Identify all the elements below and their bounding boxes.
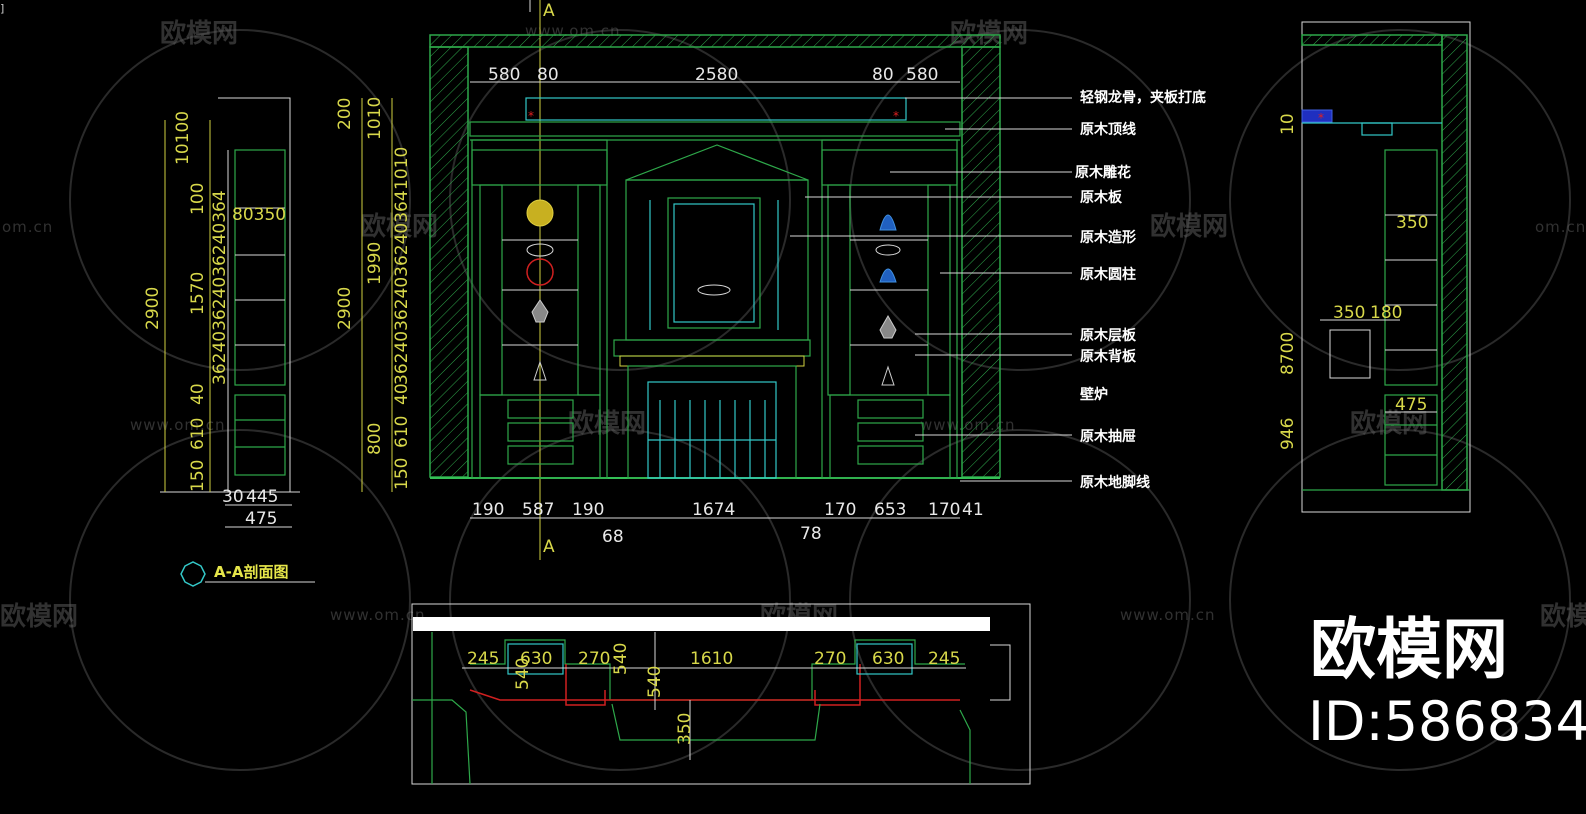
svg-text:*: * (893, 109, 899, 123)
dim-left-b2: 362403624036240364 (392, 190, 412, 385)
label-wood-shelf: 原木层板 (1080, 327, 1137, 344)
watermark-url: www.om.cn (1120, 606, 1216, 624)
right-dim-8700: 8700 (1278, 332, 1298, 375)
plan-dim-5: 270 (814, 649, 846, 669)
watermark-id: ID:586834 (1308, 690, 1586, 753)
dim-bottom-5: 170 (824, 500, 856, 520)
dim-left-b4: 610 (392, 416, 412, 448)
right-section: * 10 350 350 180 8700 475 946 (1278, 21, 1471, 513)
plan-vdim-4: 350 (675, 713, 695, 745)
watermark-brand: 欧模网 (0, 601, 78, 632)
dim-left-b6: 150 (392, 458, 412, 490)
dim-top-1: 580 (488, 65, 520, 85)
watermark-brand: 欧模网 (160, 18, 238, 49)
dim-top-4: 80 (872, 65, 894, 85)
dim-top-3: 2580 (695, 65, 738, 85)
watermark-brand: 欧模网 (1150, 211, 1228, 242)
dim-bottom-9: 68 (602, 527, 624, 547)
dim-left-a1: 200 (335, 98, 355, 130)
left-dim-445: 445 (246, 487, 278, 507)
left-dim-inner: 80350 (232, 205, 286, 225)
plan-view: 245 630 270 1610 270 630 245 540 540 540… (411, 603, 1031, 785)
right-dim-946: 946 (1278, 418, 1298, 450)
watermark-brand: 欧模网 (1350, 408, 1428, 439)
plan-vdim-2: 540 (611, 643, 631, 675)
plan-dim-3: 270 (578, 649, 610, 669)
left-dim-1570: 1570 (188, 272, 208, 315)
front-elevation: A A (335, 0, 1001, 560)
label-wood-carving: 原木雕花 (1075, 164, 1131, 181)
watermark-brand: 欧模网 (1540, 601, 1586, 632)
watermark-url: www.om.cn (130, 416, 226, 434)
left-dim-30: 30 (222, 487, 244, 507)
dim-top-5: 580 (906, 65, 938, 85)
dim-left-b5: 800 (365, 423, 385, 455)
label-wood-backboard: 原木背板 (1080, 348, 1137, 365)
right-dim-180: 180 (1370, 303, 1402, 323)
plan-dim-2: 630 (520, 649, 552, 669)
left-dim-150: 150 (188, 460, 208, 492)
right-dim-10: 10 (1278, 113, 1298, 135)
plan-vdim-1: 540 (513, 658, 533, 690)
svg-text:*: * (1318, 111, 1324, 125)
dim-bottom-1: 190 (472, 500, 504, 520)
dim-bottom-7: 170 (928, 500, 960, 520)
watermark-url: om.cn (1535, 218, 1586, 236)
left-dim-610: 610 (188, 418, 208, 450)
left-dim-2900: 2900 (143, 287, 163, 330)
left-section: 2900 1570 100 10100 362403624036240364 4… (143, 97, 315, 587)
dim-left-a3: 1990 (365, 242, 385, 285)
left-dim-shelves: 362403624036240364 (210, 190, 230, 385)
dim-bottom-6: 653 (874, 500, 906, 520)
dim-bottom-4: 1674 (692, 500, 735, 520)
dim-left-b1: 1010 (392, 147, 412, 190)
section-mark-bottom: A (543, 537, 555, 557)
label-wood-shape: 原木造形 (1080, 229, 1136, 246)
corner-mark: ] (0, 2, 4, 15)
label-crown-line: 原木顶线 (1080, 121, 1136, 138)
label-wood-board: 原木板 (1080, 189, 1123, 206)
dim-bottom-3: 190 (572, 500, 604, 520)
section-title: A-A剖面图 (214, 563, 288, 581)
plan-vdim-3: 540 (645, 666, 665, 698)
watermark-url: om.cn (2, 218, 53, 236)
watermark-circles (69, 29, 1571, 771)
material-labels: 轻钢龙骨，夹板打底 原木顶线 原木雕花 原木板 原木造形 原木圆柱 原木层板 原… (790, 89, 1206, 491)
watermark-brand: 欧模网 (360, 211, 438, 242)
left-dim-40: 40 (188, 383, 208, 405)
plan-dim-7: 245 (928, 649, 960, 669)
right-dim-350-b: 350 (1333, 303, 1365, 323)
watermark-url: www.om.cn (330, 606, 426, 624)
left-dim-10100: 10100 (173, 111, 193, 165)
label-wood-skirting: 原木地脚线 (1080, 474, 1150, 491)
dim-left-a2: 1010 (365, 97, 385, 140)
dim-left-b3: 40 (392, 383, 412, 405)
dim-left-a4: 2900 (335, 287, 355, 330)
label-wood-drawer: 原木抽屉 (1080, 428, 1136, 445)
plan-dim-4: 1610 (690, 649, 733, 669)
right-dim-350-a: 350 (1396, 213, 1428, 233)
label-light-steel-keel: 轻钢龙骨，夹板打底 (1080, 89, 1206, 106)
watermark-layer: 欧模网 欧模网 欧模网 欧模网 欧模网 欧模网 欧模网 欧模网 欧模网 www.… (0, 18, 1586, 632)
label-wood-column: 原木圆柱 (1080, 266, 1136, 283)
dim-top-2: 80 (537, 65, 559, 85)
dim-bottom-8: 41 (962, 500, 984, 520)
dim-bottom-10: 78 (800, 524, 822, 544)
section-mark-top: A (543, 1, 555, 21)
svg-text:*: * (528, 109, 534, 123)
left-dim-100: 100 (188, 183, 208, 215)
label-fireplace: 壁炉 (1080, 386, 1108, 403)
plan-dim-1: 245 (467, 649, 499, 669)
watermark-brand-large: 欧模网 (1310, 611, 1508, 688)
right-dim-475: 475 (1395, 395, 1427, 415)
dim-bottom-2: 587 (522, 500, 554, 520)
left-dim-475: 475 (245, 509, 277, 529)
plan-dim-6: 630 (872, 649, 904, 669)
